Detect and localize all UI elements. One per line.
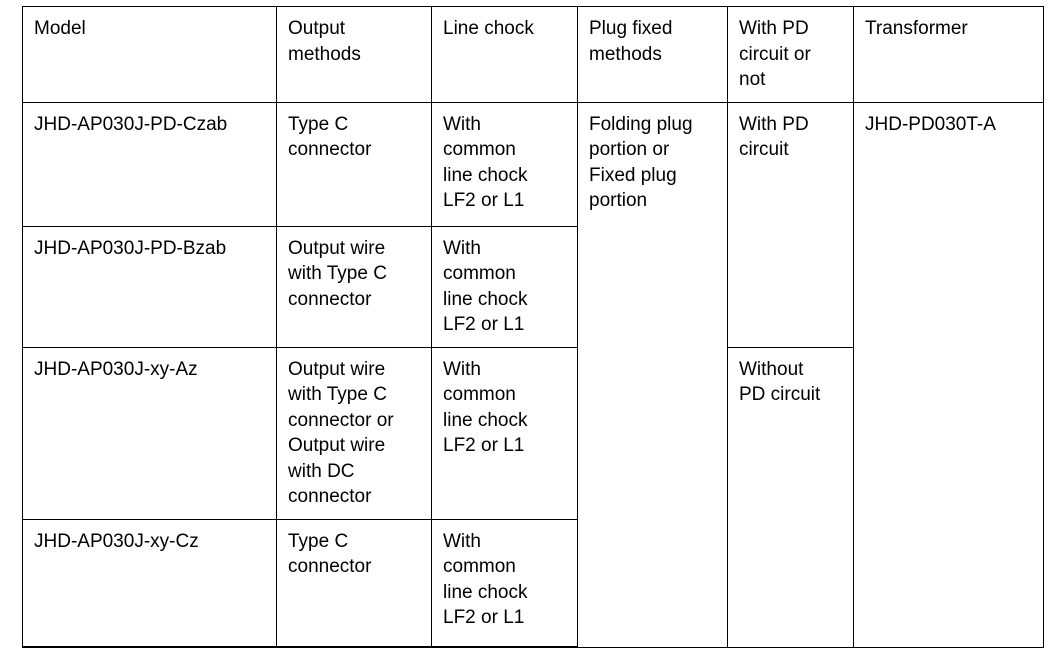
table-row: JHD-AP030J-PD-Czab Type C connector With… xyxy=(22,101,1044,648)
cell-output: Type C connector xyxy=(276,518,432,648)
cell-output: Output wire with Type C connector or Out… xyxy=(276,346,432,520)
cell-model: JHD-AP030J-PD-Czab xyxy=(22,101,277,227)
header-cell-model: Model xyxy=(22,6,277,103)
cell-line-chock: With common line chock LF2 or L1 xyxy=(431,225,578,348)
cell-pd-circuit-without: Without PD circuit xyxy=(727,346,854,648)
table-row: JHD-AP030J-xy-Az Output wire with Type C… xyxy=(22,346,1044,648)
cell-transformer-merged: JHD-PD030T-A xyxy=(853,101,1044,648)
header-cell-output: Output methods xyxy=(276,6,432,103)
header-cell-pd-circuit: With PD circuit or not xyxy=(727,6,854,103)
cell-pd-circuit-with: With PD circuit xyxy=(727,101,854,348)
cell-model: JHD-AP030J-xy-Az xyxy=(22,346,277,520)
table-header-row: Model Output methods Line chock Plug fix… xyxy=(22,6,1044,103)
header-cell-plug-fixed: Plug fixed methods xyxy=(577,6,728,103)
table-row: JHD-AP030J-xy-Cz Type C connector With c… xyxy=(22,518,1044,648)
table-row: JHD-AP030J-PD-Bzab Output wire with Type… xyxy=(22,225,1044,348)
cell-plug-fixed-merged: Folding plug portion or Fixed plug porti… xyxy=(577,101,728,648)
cell-output: Output wire with Type C connector xyxy=(276,225,432,348)
cell-line-chock: With common line chock LF2 or L1 xyxy=(431,101,578,227)
cell-model: JHD-AP030J-PD-Bzab xyxy=(22,225,277,348)
cell-output: Type C connector xyxy=(276,101,432,227)
cell-line-chock: With common line chock LF2 or L1 xyxy=(431,346,578,520)
cell-line-chock: With common line chock LF2 or L1 xyxy=(431,518,578,648)
header-cell-line-chock: Line chock xyxy=(431,6,578,103)
header-cell-transformer: Transformer xyxy=(853,6,1044,103)
cell-model: JHD-AP030J-xy-Cz xyxy=(22,518,277,648)
model-specification-table: Model Output methods Line chock Plug fix… xyxy=(22,6,1044,648)
